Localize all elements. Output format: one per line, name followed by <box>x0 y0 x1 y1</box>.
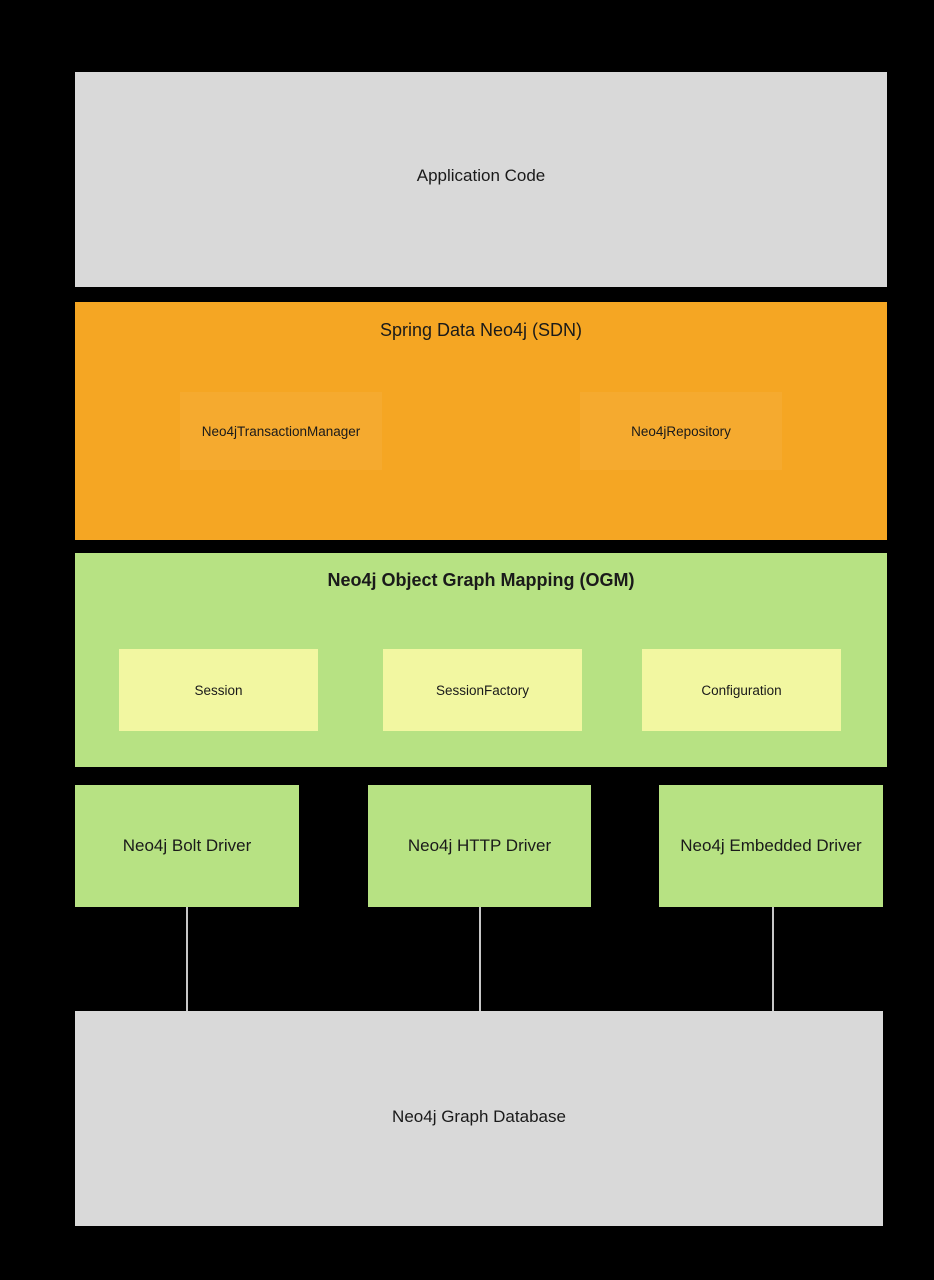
driver-label: Neo4j Bolt Driver <box>122 836 252 855</box>
driver-label: Neo4j Embedded Driver <box>680 836 862 855</box>
component-label: SessionFactory <box>435 682 530 698</box>
driver-neo4j-embedded: Neo4j Embedded Driver <box>659 785 883 907</box>
component-session-factory: SessionFactory <box>383 649 582 731</box>
object-graph-mapping-title: Neo4j Object Graph Mapping (OGM) <box>327 570 635 590</box>
component-label: Neo4jTransactionManager <box>201 423 361 439</box>
component-neo4j-transaction-manager: Neo4jTransactionManager <box>180 392 382 470</box>
component-session: Session <box>119 649 318 731</box>
connector-http-to-database <box>479 907 481 1011</box>
driver-neo4j-bolt: Neo4j Bolt Driver <box>75 785 299 907</box>
component-label: Neo4jRepository <box>631 423 731 439</box>
component-label: Session <box>194 682 243 698</box>
driver-neo4j-http: Neo4j HTTP Driver <box>368 785 591 907</box>
layer-spring-data-neo4j: Spring Data Neo4j (SDN) Neo4jTransaction… <box>75 302 887 540</box>
neo4j-graph-database-label: Neo4j Graph Database <box>392 1107 566 1126</box>
layer-application-code: Application Code <box>75 72 887 287</box>
component-configuration: Configuration <box>642 649 841 731</box>
layer-object-graph-mapping: Neo4j Object Graph Mapping (OGM) Session… <box>75 553 887 767</box>
connector-bolt-to-database <box>186 907 188 1011</box>
application-code-label: Application Code <box>416 166 546 185</box>
layer-neo4j-graph-database: Neo4j Graph Database <box>75 1011 883 1226</box>
component-label: Configuration <box>701 682 782 698</box>
component-neo4j-repository: Neo4jRepository <box>580 392 782 470</box>
connector-embedded-to-database <box>772 907 774 1011</box>
driver-label: Neo4j HTTP Driver <box>407 836 552 855</box>
spring-data-neo4j-title: Spring Data Neo4j (SDN) <box>379 320 583 340</box>
